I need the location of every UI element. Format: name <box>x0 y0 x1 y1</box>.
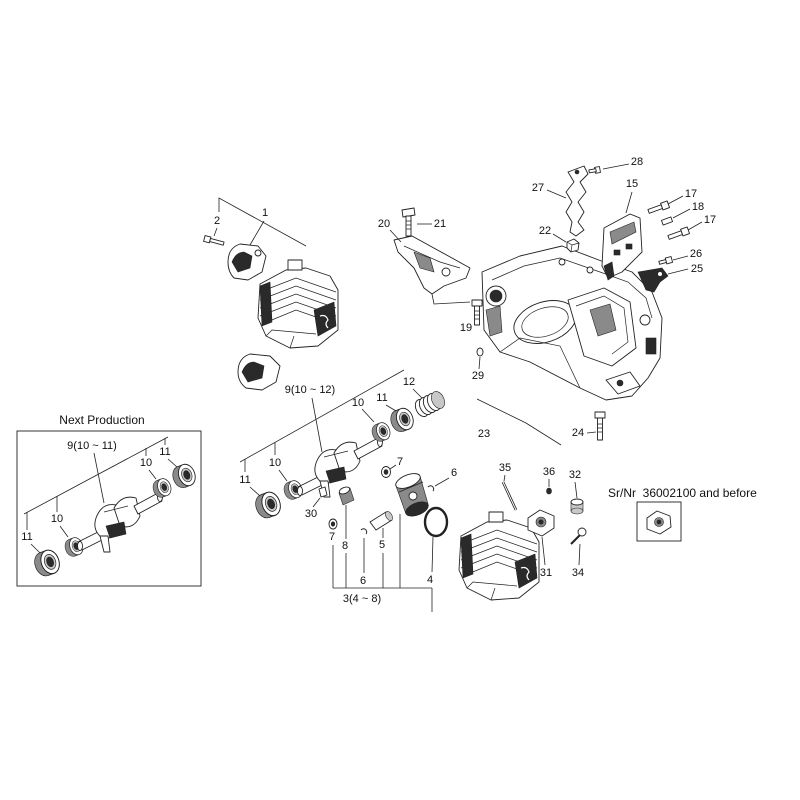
assembly-3-label: 3(4 ~ 8) <box>343 593 381 605</box>
bolt-34 <box>570 527 587 545</box>
callout-32: 32 <box>569 469 581 481</box>
callout-1: 1 <box>262 207 268 219</box>
cylinder-lower <box>458 511 540 601</box>
next-production-title: Next Production <box>59 413 144 427</box>
np-bearing-11-right <box>169 461 199 491</box>
bearing-11-right <box>387 405 417 435</box>
callout-24: 24 <box>572 427 584 439</box>
rod-35 <box>501 481 518 511</box>
washer-7-lower <box>328 518 338 530</box>
np-callout-10-right: 10 <box>140 457 152 469</box>
bolt-24 <box>594 411 606 441</box>
callout-11-left: 11 <box>239 474 250 486</box>
callout-21: 21 <box>434 218 446 230</box>
serial-note: Sr/Nr 36002100 and before <box>608 486 757 500</box>
callout-10-right: 10 <box>352 397 364 409</box>
callout-28: 28 <box>631 156 643 168</box>
intake-cover-upper <box>227 243 267 281</box>
cap-32 <box>570 498 584 515</box>
callout-15: 15 <box>626 178 638 190</box>
np-bearing-11-left <box>30 546 64 580</box>
callout-11-right: 11 <box>376 392 387 404</box>
serial-inset-part <box>646 510 672 535</box>
callout-7-lower: 7 <box>329 531 335 543</box>
callout-35: 35 <box>499 462 511 474</box>
bolt-2 <box>203 235 225 246</box>
washer-29 <box>476 347 484 357</box>
key-30 <box>318 486 328 498</box>
callout-8: 8 <box>342 540 348 552</box>
crankshaft-9 <box>297 437 383 498</box>
cylinder-assembly <box>257 259 339 349</box>
np-callout-11-left: 11 <box>21 531 32 543</box>
piston-ring-4 <box>423 506 449 538</box>
screw-21 <box>401 207 416 237</box>
callout-18: 18 <box>692 201 704 213</box>
callout-6-lower: 6 <box>360 575 366 587</box>
callout-12: 12 <box>403 376 415 388</box>
np-crankshaft-9 <box>77 492 163 553</box>
bearing-10-right <box>369 420 393 444</box>
callout-31: 31 <box>540 567 552 579</box>
clip-6-lower <box>360 528 368 535</box>
chain-guard-20 <box>393 235 471 295</box>
piston-pin-5 <box>369 511 393 531</box>
callout-30: 30 <box>305 508 317 520</box>
callout-10-left: 10 <box>269 457 281 469</box>
assembly-9-label: 9(10 ~ 12) <box>285 384 335 396</box>
callout-23: 23 <box>478 428 490 440</box>
bracket-27 <box>565 165 589 237</box>
callout-26: 26 <box>690 248 702 260</box>
next-production-frame <box>16 430 202 587</box>
callout-2: 2 <box>214 215 220 227</box>
intake-cover-lower <box>237 353 281 391</box>
clip-6-upper <box>427 485 435 492</box>
part-36 <box>546 487 552 495</box>
crankcase-23 <box>481 245 663 401</box>
np-callout-10-left: 10 <box>51 513 63 525</box>
serial-inset-frame <box>636 501 682 542</box>
callout-27: 27 <box>532 182 544 194</box>
callout-4: 4 <box>427 574 433 586</box>
callout-17-upper: 17 <box>685 188 697 200</box>
np-callout-11-right: 11 <box>159 446 170 458</box>
bolt-19 <box>471 299 483 326</box>
piston <box>395 473 429 517</box>
callout-20: 20 <box>378 218 390 230</box>
callout-25: 25 <box>691 263 703 275</box>
spring-12 <box>414 391 445 417</box>
assembly-9-next-label: 9(10 ~ 11) <box>67 440 117 452</box>
spacer-18 <box>660 216 674 226</box>
bearing-11-left <box>251 488 285 522</box>
callout-22: 22 <box>539 225 551 237</box>
callout-29: 29 <box>472 370 484 382</box>
screw-26 <box>658 256 674 265</box>
washer-7-upper <box>381 466 391 478</box>
screw-17-lower <box>667 226 690 240</box>
callout-17-lower: 17 <box>704 214 716 226</box>
callout-5: 5 <box>379 539 385 551</box>
callout-34: 34 <box>572 567 584 579</box>
callout-36: 36 <box>543 466 555 478</box>
cube-22 <box>566 238 580 253</box>
plate-15 <box>601 213 643 281</box>
callout-19: 19 <box>460 322 472 334</box>
callout-7-upper: 7 <box>397 456 403 468</box>
screw-17-upper <box>647 200 670 214</box>
callout-6-upper: 6 <box>451 467 457 479</box>
needle-bearing-8 <box>338 486 355 506</box>
lever-25 <box>637 267 669 293</box>
decompression-unit-31 <box>527 509 555 537</box>
screw-28 <box>588 166 601 174</box>
